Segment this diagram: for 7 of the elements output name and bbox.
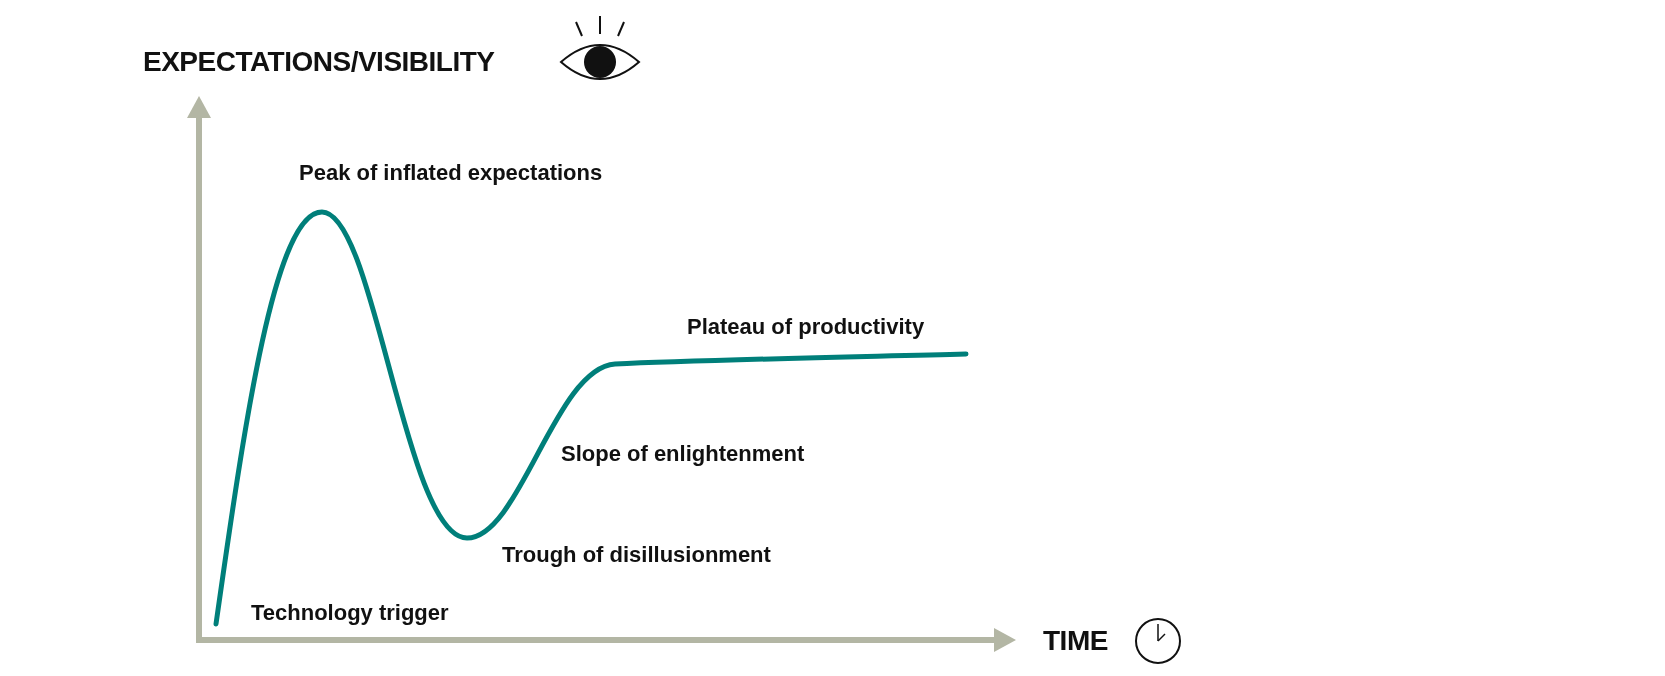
phase-label: Technology trigger <box>251 600 449 626</box>
phase-label: Peak of inflated expectations <box>299 160 603 186</box>
phase-label: Slope of enlightenment <box>561 441 805 467</box>
axis-title: EXPECTATIONS/VISIBILITY <box>143 46 495 78</box>
phase-label: Plateau of productivity <box>687 314 925 340</box>
axis-title: TIME <box>1043 625 1108 657</box>
phase-label: Trough of disillusionment <box>502 542 771 568</box>
